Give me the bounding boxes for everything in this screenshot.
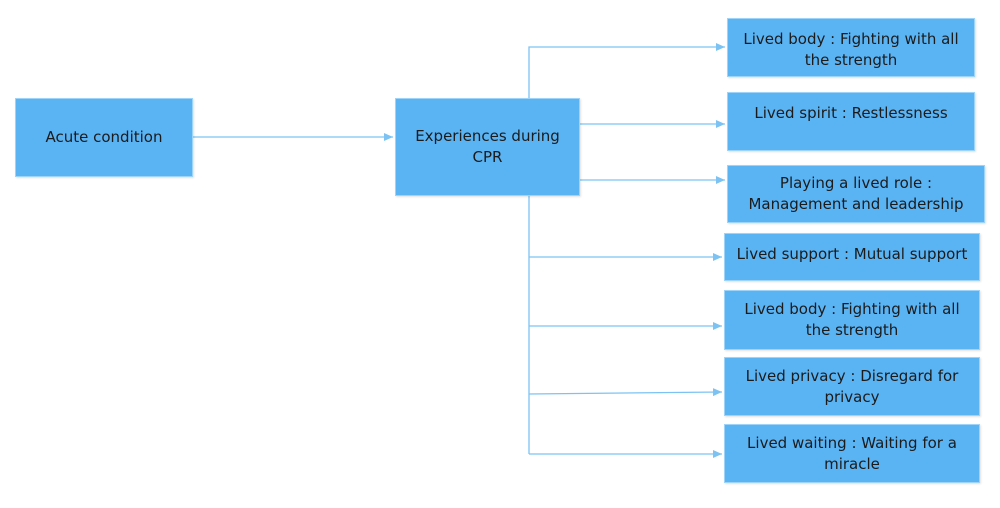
node-experiences-during-cpr: Experiences during CPR <box>395 98 580 196</box>
connector-cpr-to-theme-1 <box>528 43 725 98</box>
theme-lived-body-2: Lived body : Fighting with all the stren… <box>724 290 980 350</box>
theme-playing-lived-role: Playing a lived role : Management and le… <box>727 165 985 223</box>
theme-label: Lived privacy : Disregard for privacy <box>745 366 959 406</box>
theme-lived-waiting: Lived waiting : Waiting for a miracle <box>724 424 980 483</box>
theme-lived-support: Lived support : Mutual support <box>724 233 980 281</box>
theme-label: Playing a lived role : Management and le… <box>748 174 964 213</box>
connector-cpr-to-theme-6 <box>528 388 723 397</box>
node-acute-condition: Acute condition <box>15 98 193 177</box>
theme-lived-spirit: Lived spirit : Restlessness <box>727 92 975 151</box>
theme-label: Lived spirit : Restlessness <box>754 104 948 122</box>
theme-label: Lived body : Fighting with all the stren… <box>744 300 960 339</box>
theme-label: Lived body : Fighting with all the stren… <box>743 30 959 69</box>
theme-lived-body-1: Lived body : Fighting with all the stren… <box>727 18 975 77</box>
theme-lived-privacy: Lived privacy : Disregard for privacy <box>724 357 980 416</box>
theme-label: Lived support : Mutual support <box>736 245 968 263</box>
node-label: Acute condition <box>45 128 163 146</box>
theme-label: Lived waiting : Waiting for a miracle <box>747 433 957 473</box>
node-label: Experiences during CPR <box>415 127 560 166</box>
